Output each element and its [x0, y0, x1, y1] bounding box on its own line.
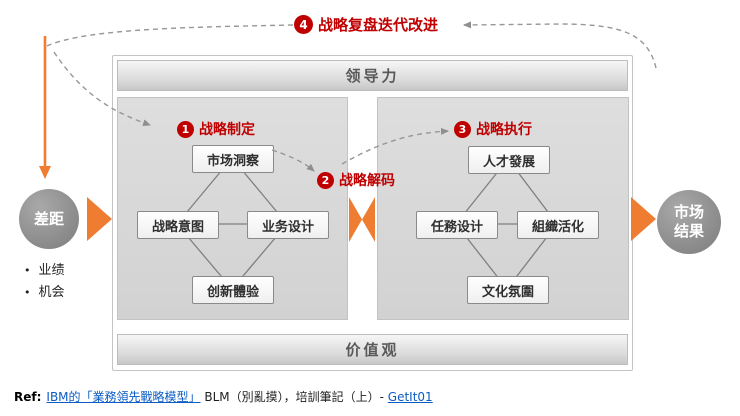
decode-title: 2 战略解码 [317, 170, 395, 190]
gap-bullets: • 业绩 • 机会 [24, 260, 65, 304]
box-innovation: 创新體验 [192, 276, 274, 304]
box-business-design-label: 业务设计 [261, 219, 314, 235]
leadership-label: 领导力 [345, 67, 400, 85]
badge-1: 1 [177, 120, 194, 138]
gap-circle-label: 差距 [33, 209, 64, 228]
box-task-design-label: 任務设计 [430, 219, 483, 235]
values-label: 价值观 [345, 341, 400, 359]
badge-2: 2 [317, 171, 334, 189]
ref-link-blm-model[interactable]: IBM的「業務領先戰略模型」 [46, 390, 201, 404]
result-circle-line2: 结果 [673, 222, 704, 240]
flow-arrow-to-result [631, 197, 656, 241]
box-talent-development-label: 人才發展 [482, 154, 535, 170]
reference-footer: Ref: IBM的「業務領先戰略模型」 BLM（別亂摸），培訓筆記（上）- Ge… [14, 388, 433, 405]
feedback-dashed-left [46, 24, 294, 47]
gap-bullet-item: • 业绩 [24, 260, 65, 282]
bullet-icon: • [24, 286, 31, 299]
box-strategic-intent: 战略意图 [137, 211, 219, 239]
box-market-insight: 市场洞察 [192, 145, 274, 173]
box-org-vitalization-label: 組織活化 [531, 219, 584, 235]
box-strategic-intent-label: 战略意图 [151, 219, 204, 235]
gap-circle: 差距 [19, 189, 79, 249]
box-org-vitalization: 組織活化 [517, 211, 599, 239]
badge-4: 4 [294, 15, 313, 34]
feedback-loop-text: 战略复盘迭代改进 [318, 16, 439, 34]
box-culture: 文化氛圍 [467, 276, 549, 304]
flow-arrow-gap-to-strategy [87, 197, 112, 241]
ref-prefix: Ref: [14, 390, 42, 404]
strategy-title-text: 战略制定 [199, 122, 255, 138]
decode-title-text: 战略解码 [339, 173, 395, 189]
box-culture-label: 文化氛圍 [481, 284, 534, 300]
gap-bullet-item: • 机会 [24, 282, 65, 304]
execution-title-text: 战略执行 [476, 122, 532, 138]
ref-middle-text: BLM（別亂摸），培訓筆記（上）- [200, 390, 388, 404]
feedback-loop-label: 4 战略复盘迭代改进 [294, 14, 438, 35]
gap-bullet-performance: 业绩 [38, 263, 65, 278]
box-task-design: 任務设计 [416, 211, 498, 239]
bullet-icon: • [24, 264, 31, 277]
box-market-insight-label: 市场洞察 [206, 153, 259, 169]
gap-bullet-opportunity: 机会 [38, 285, 65, 300]
box-innovation-label: 创新體验 [206, 284, 259, 300]
feedback-orange-arrowhead [39, 166, 51, 179]
leadership-bar: 领导力 [117, 60, 628, 91]
badge-3: 3 [454, 120, 471, 138]
ref-link-getit01[interactable]: GetIt01 [387, 390, 433, 404]
strategy-title: 1 战略制定 [177, 119, 255, 139]
result-circle-line1: 市场 [673, 203, 704, 221]
execution-title: 3 战略执行 [454, 119, 532, 139]
box-business-design: 业务设计 [247, 211, 329, 239]
box-talent-development: 人才發展 [468, 146, 550, 174]
result-circle: 市场 结果 [657, 190, 721, 254]
values-bar: 价值观 [117, 334, 628, 365]
